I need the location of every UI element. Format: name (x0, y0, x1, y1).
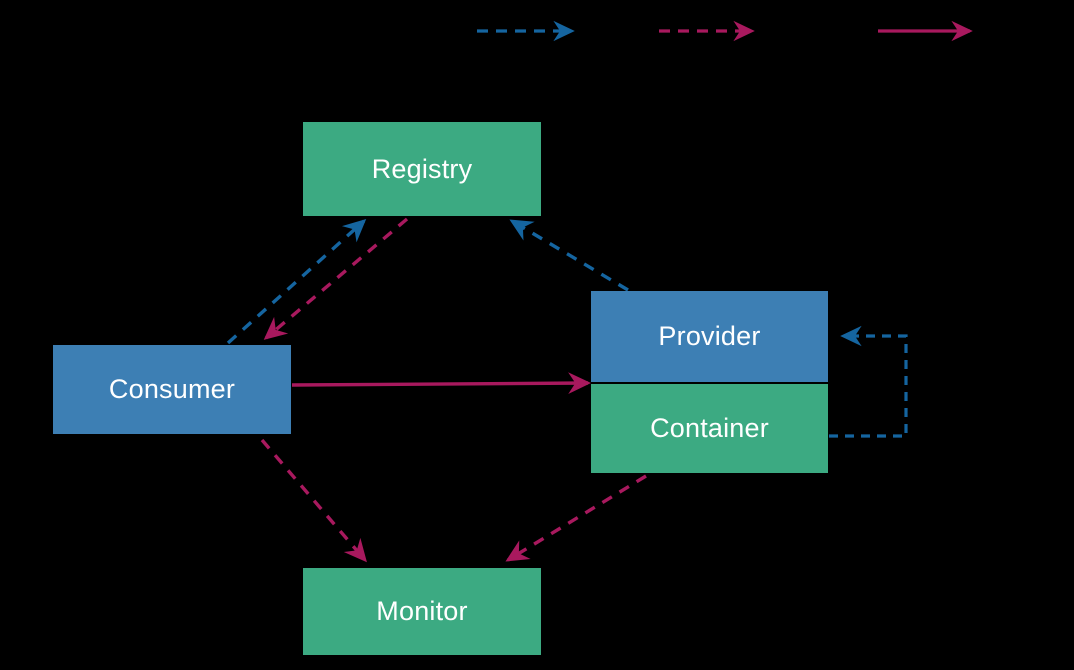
node-container-label: Container (650, 413, 769, 443)
node-container[interactable]: Container (591, 384, 828, 473)
edge-provider-to-registry (509, 219, 629, 292)
edge-consumer-to-registry (226, 219, 367, 345)
edge-consumer-to-monitor (260, 438, 367, 563)
node-registry-label: Registry (371, 153, 473, 184)
node-monitor[interactable]: Monitor (303, 568, 541, 655)
node-registry[interactable]: Registry (303, 122, 541, 216)
node-consumer-label: Consumer (108, 374, 236, 404)
node-consumer[interactable]: Consumer (53, 345, 291, 434)
edge-registry-to-consumer (263, 217, 409, 340)
node-provider[interactable]: Provider (591, 291, 828, 382)
edge-consumer-to-provider (291, 372, 591, 395)
edge-container-to-provider (829, 325, 908, 438)
node-provider-label: Provider (658, 321, 761, 351)
edge-container-to-monitor (505, 474, 647, 562)
node-monitor-label: Monitor (376, 596, 468, 626)
